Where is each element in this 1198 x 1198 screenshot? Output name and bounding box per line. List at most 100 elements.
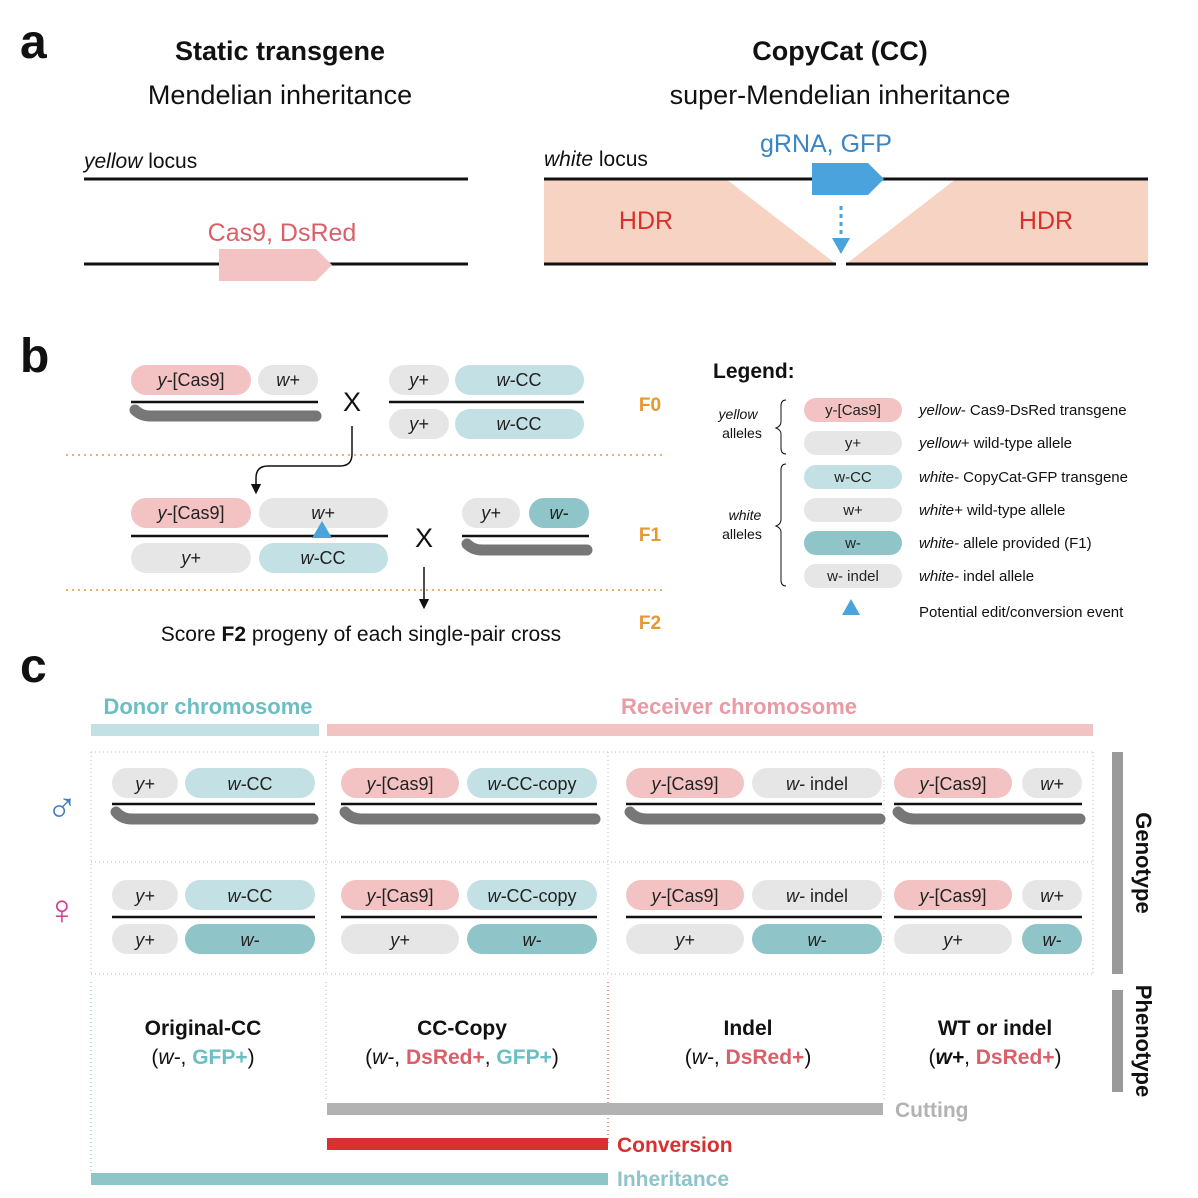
c2-female-top-y-pill [626, 880, 744, 910]
c3-phenotype-title: WT or indel [938, 1017, 1052, 1040]
f0-p1-w-plus-pill [258, 365, 318, 395]
f1-p2-w-minus-text: w- [550, 503, 569, 523]
c2-female-top-y-text: y-[Cas9] [649, 886, 718, 906]
legend-pill-text-3: w+ [842, 502, 863, 519]
c3-phenotype-markers: (w+, DsRed+) [928, 1046, 1061, 1069]
inheritance-bar [91, 1173, 608, 1185]
female-symbol: ♀ [46, 886, 78, 933]
c3-female-top-y-text: y-[Cas9] [917, 886, 986, 906]
f0-p1-y-cas9-text: y-[Cas9] [155, 370, 224, 390]
genotype-grid: y+w-CCy+w-CCy+w-Original-CC(w-, GFP+)y-[… [110, 768, 1086, 1069]
conversion-label: Conversion [617, 1134, 733, 1157]
c1-female-bot-y-text: y+ [388, 930, 410, 950]
c0-phenotype-title: Original-CC [145, 1017, 262, 1040]
legend-title: Legend: [713, 360, 795, 383]
grid-dotted-lines [90, 751, 1094, 975]
f0-cross-x: X [343, 387, 361, 417]
c0-male-y-pill [112, 768, 178, 798]
phenotype-bar [1112, 990, 1123, 1092]
c0-female-bot-y-text: y+ [133, 930, 155, 950]
legend-desc-3: white+ wild-type allele [919, 502, 1065, 519]
c0-female-bot-y-pill [112, 924, 178, 954]
legend-pill-4 [804, 531, 902, 555]
copycat-title: CopyCat (CC) [752, 36, 928, 66]
legend-pill-text-0: y-[Cas9] [825, 402, 881, 419]
f0-p1-y-chromosome [129, 404, 322, 422]
c0-female-top-w-pill [185, 880, 315, 910]
panel-label-b: b [20, 330, 49, 383]
legend-pill-text-1: y+ [845, 435, 862, 452]
legend-pill-2 [804, 465, 902, 489]
c2-male-y-text: y-[Cas9] [649, 774, 718, 794]
legend-pill-text-2: w-CC [833, 469, 872, 486]
legend-desc-4: white- allele provided (F1) [919, 535, 1092, 552]
c3-male-y-text: y-[Cas9] [917, 774, 986, 794]
f0-p2-w-cc-top-pill [455, 365, 584, 395]
c1-female-bot-w-pill [467, 924, 597, 954]
c1-phenotype-markers: (w-, DsRed+, GFP+) [365, 1046, 559, 1069]
f1-p2-y-chromosome [461, 538, 593, 556]
c3-female-top-y-pill [894, 880, 1012, 910]
conversion-bar [327, 1138, 608, 1150]
legend-yellow-group-line1: yellow [718, 406, 759, 422]
c1-male-y-text: y-[Cas9] [364, 774, 433, 794]
legend-pill-0 [804, 398, 902, 422]
c0-female-bot-w-text: w- [241, 930, 260, 950]
c2-male-w-text: w- indel [786, 774, 848, 794]
hdr-region-left [544, 179, 836, 264]
f1-p2-w-minus-pill [529, 498, 589, 528]
legend-desc-0: yellow- Cas9-DsRed transgene [918, 402, 1127, 419]
f1-p2-y-plus-text: y+ [479, 503, 501, 523]
c2-female-bot-w-pill [752, 924, 882, 954]
receiver-chromosome-bar [327, 724, 1093, 736]
c2-female-top-w-pill [752, 880, 882, 910]
legend-items: y-[Cas9] yellow- Cas9-DsRed transgene y+ ye… [804, 398, 1128, 588]
f0-p1-w-plus-text: w+ [276, 370, 300, 390]
panel-label-a: a [20, 16, 47, 69]
gen-label-f0: F0 [639, 395, 661, 416]
c2-male-y-pill [626, 768, 744, 798]
c1-male-w-pill [467, 768, 597, 798]
f1-p1-w-cc-text: w-CC [301, 548, 346, 568]
f1-p1-y-plus-text: y+ [179, 548, 201, 568]
c2-female-top-w-text: w- indel [786, 886, 848, 906]
genotype-label: Genotype [1131, 812, 1156, 913]
c3-male-y-chromosome [892, 806, 1086, 825]
c0-male-y-text: y+ [133, 774, 155, 794]
c2-phenotype-markers: (w-, DsRed+) [685, 1046, 812, 1069]
donor-chromosome-bar [91, 724, 319, 736]
static-transgene-title: Static transgene [175, 36, 385, 66]
c2-male-w-pill [752, 768, 882, 798]
legend-desc-1: yellow+ wild-type allele [918, 435, 1072, 452]
legend-white-group-line1: white [729, 507, 762, 523]
cutting-bar [327, 1103, 883, 1115]
f0-p2-y-plus-top-pill [389, 365, 449, 395]
c3-female-bot-y-text: y+ [941, 930, 963, 950]
f1-edit-event-triangle [312, 521, 332, 538]
c3-female-bot-w-text: w- [1043, 930, 1062, 950]
c0-male-y-chromosome [110, 806, 319, 825]
c0-female-top-y-text: y+ [133, 886, 155, 906]
mendelian-subtitle: Mendelian inheritance [148, 80, 412, 110]
f1-p2-y-plus-pill [462, 498, 520, 528]
hdr-left-label: HDR [619, 207, 673, 235]
legend-pill-text-5: w- indel [826, 568, 879, 585]
donor-chromosome-label: Donor chromosome [103, 694, 312, 719]
receiver-chromosome-label: Receiver chromosome [621, 694, 857, 719]
grna-gfp-arrow [812, 163, 884, 195]
c1-female-top-w-text: w-CC-copy [487, 886, 576, 906]
c2-female-bot-y-pill [626, 924, 744, 954]
c1-male-y-chromosome [339, 806, 601, 825]
f1-p1-w-plus-text: w+ [311, 503, 335, 523]
c2-female-bot-y-text: y+ [673, 930, 695, 950]
legend-yellow-bracket [774, 399, 787, 455]
hdr-region-right [846, 179, 1148, 264]
c3-male-w-pill [1022, 768, 1082, 798]
c1-female-bot-w-text: w- [523, 930, 542, 950]
f0-p2-w-cc-bot-text: w-CC [497, 414, 542, 434]
c3-female-top-w-pill [1022, 880, 1082, 910]
legend-white-bracket [774, 463, 787, 587]
f0-p1-y-cas9-pill [131, 365, 251, 395]
f1-p1-w-cc-pill [259, 543, 388, 573]
f0-p2-w-cc-top-text: w-CC [497, 370, 542, 390]
